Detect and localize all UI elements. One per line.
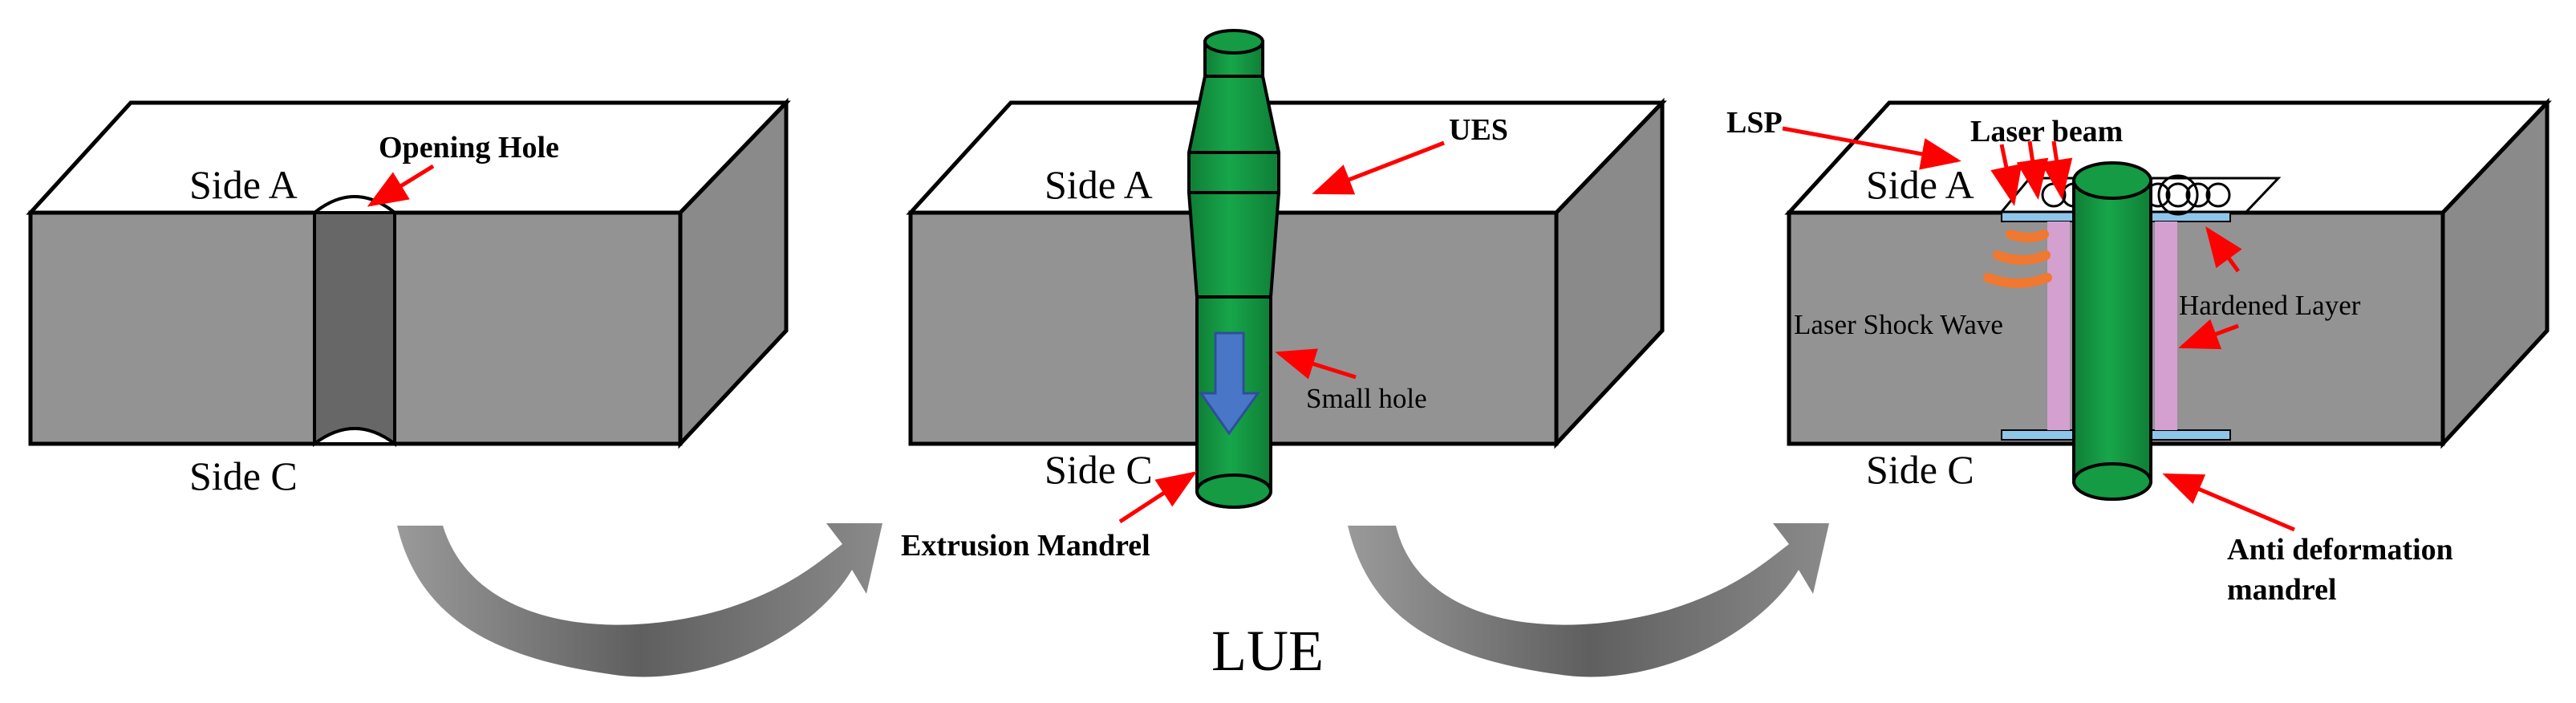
opening-hole-label: Opening Hole xyxy=(379,131,559,165)
panel2-side-a-label: Side A xyxy=(1045,162,1153,207)
laser-beam-arrows xyxy=(1990,140,2073,206)
panel-2-extrusion: Side A Side C UES Small hole Extrusion M… xyxy=(901,29,1667,563)
hardened-layer-right xyxy=(2155,221,2177,430)
opening-hole-arrow xyxy=(367,164,435,207)
opening-hole-bottom xyxy=(310,427,400,445)
top-shield-arrow xyxy=(2205,226,2242,273)
opening-hole-wall xyxy=(313,195,396,448)
extrusion-direction-arrow xyxy=(1199,331,1260,436)
extrusion-mandrel-arrow xyxy=(1118,471,1198,524)
extrusion-mandrel xyxy=(1187,29,1280,509)
lsp-arrow xyxy=(1782,126,1961,170)
ues-arrow xyxy=(1312,140,1445,195)
panel3-side-c-label: Side C xyxy=(1866,447,1974,492)
laser-shock-wave-label: Laser Shock Wave xyxy=(1794,309,2003,340)
anti-deformation-mandrel xyxy=(2072,161,2152,501)
panel1-side-c-label: Side C xyxy=(189,453,298,498)
laser-beam-label: Laser beam xyxy=(1970,115,2123,148)
panel1-side-a-label: Side A xyxy=(189,162,298,207)
hardened-layer-left xyxy=(2047,221,2070,430)
ues-label: UES xyxy=(1449,113,1508,147)
process-arrow-1 xyxy=(397,523,882,677)
small-hole-arrow xyxy=(1275,348,1357,380)
shock-wave-icon xyxy=(1983,230,2052,288)
anti-deformation-arrow xyxy=(2162,473,2295,532)
process-lue-label: LUE xyxy=(1211,619,1324,683)
panel-3-laser-shock: Side A Side C LSP Laser beam Laser Shock… xyxy=(1726,97,2552,607)
anti-deformation-label-line2: mandrel xyxy=(2227,573,2337,607)
small-hole-label: Small hole xyxy=(1306,383,1427,414)
anti-deformation-label-line1: Anti deformation xyxy=(2227,533,2453,567)
hardened-layer-label: Hardened Layer xyxy=(2179,290,2361,321)
hardened-layer-arrow xyxy=(2178,319,2239,350)
block-2-top xyxy=(906,100,1667,215)
extrusion-mandrel-label: Extrusion Mandrel xyxy=(901,529,1150,563)
process-arrow-2 xyxy=(1348,523,1829,677)
panel2-side-c-label: Side C xyxy=(1045,447,1153,492)
panel-1-opening-hole: Side A Side C Opening Hole xyxy=(26,97,791,498)
lsp-label: LSP xyxy=(1726,106,1783,140)
panel3-side-a-label: Side A xyxy=(1866,162,1974,207)
